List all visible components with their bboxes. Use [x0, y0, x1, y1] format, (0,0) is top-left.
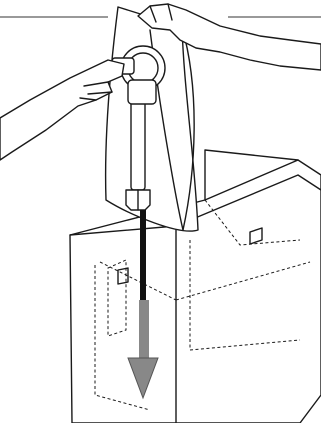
left-hand [0, 60, 124, 160]
